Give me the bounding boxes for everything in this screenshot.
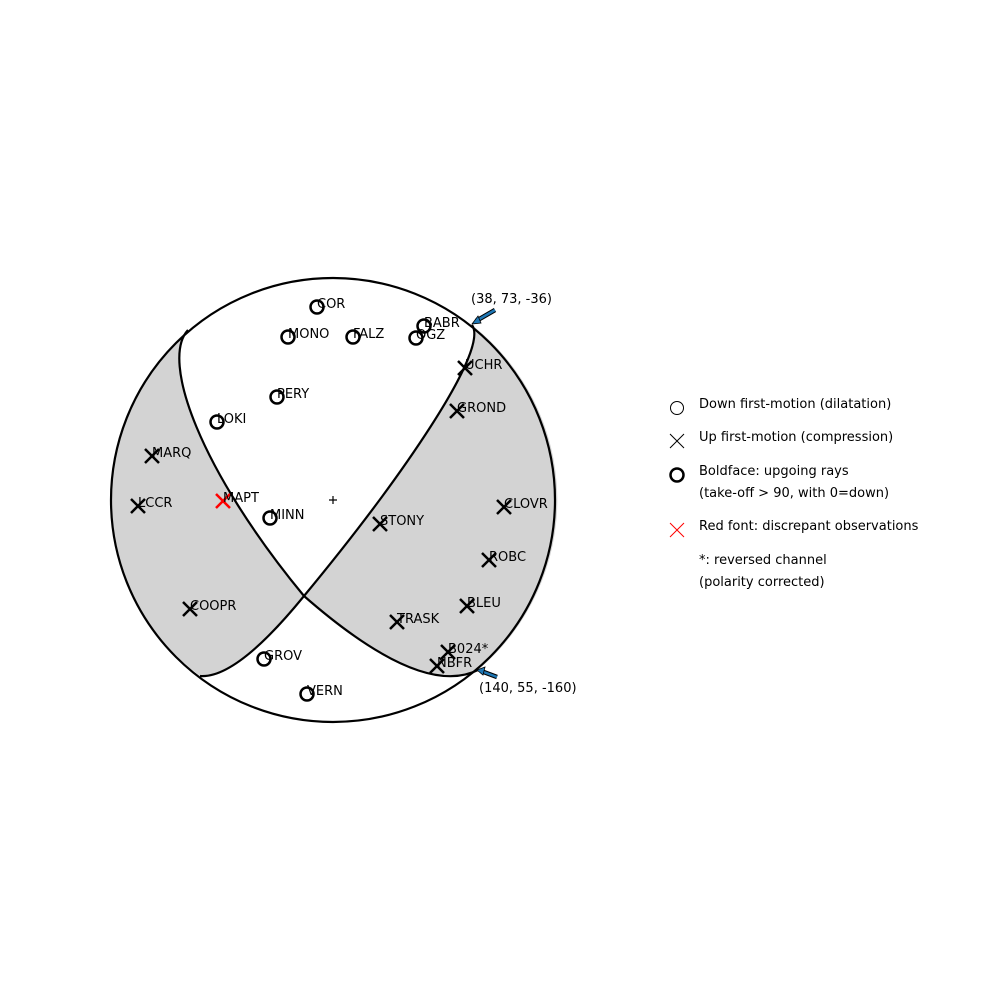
compression-marker: [429, 658, 445, 674]
legend-down-label: Down first-motion (dilatation): [699, 397, 891, 412]
station-label: MAPT: [223, 491, 259, 506]
compression-marker: [440, 644, 456, 660]
station-label: B024*: [448, 642, 489, 657]
compression-marker: [496, 499, 512, 515]
station-cor: COR: [309, 297, 345, 315]
station-label: NBFR: [437, 656, 472, 671]
station-label: FALZ: [353, 327, 384, 342]
station-loki: LOKI: [209, 412, 246, 430]
dilatation-marker: [209, 414, 225, 430]
station-label: ROBC: [489, 550, 526, 565]
station-label: MONO: [288, 327, 329, 342]
station-grond: GROND: [449, 401, 506, 419]
compression-marker: [389, 614, 405, 630]
station-grov: GROV: [256, 649, 302, 667]
station-mapt: MAPT: [215, 491, 259, 509]
station-label: MARQ: [152, 446, 191, 461]
compression-marker: [481, 552, 497, 568]
focal-sphere-outline: [109, 276, 557, 724]
legend-reversed-label-2: (polarity corrected): [699, 575, 825, 590]
station-label: GROV: [264, 649, 302, 664]
compression-marker: [130, 498, 146, 514]
dilatation-marker: [408, 330, 424, 346]
station-marq: MARQ: [144, 446, 191, 464]
dilatation-marker: [309, 299, 325, 315]
dilatation-marker: [280, 329, 296, 345]
station-pery: PERY: [269, 387, 309, 405]
station-falz: FALZ: [345, 327, 384, 345]
legend-up-marker: [669, 433, 685, 449]
nodal-plane-2-label: (140, 55, -160): [479, 681, 577, 696]
station-minn: MINN: [262, 508, 305, 526]
station-trask: TRASK: [389, 612, 440, 630]
station-label: LOKI: [217, 412, 246, 427]
station-vern: VERN: [299, 684, 343, 702]
dilatation-marker: [256, 651, 272, 667]
station-babr: BABR: [416, 316, 460, 334]
legend-bold-label-2: (take-off > 90, with 0=down): [699, 486, 889, 501]
compression-marker: [144, 448, 160, 464]
legend: Down first-motion (dilatation) Up first-…: [669, 397, 919, 590]
station-label: VERN: [307, 684, 343, 699]
compression-marker: [449, 403, 465, 419]
nodal-plane-1: [178, 329, 479, 678]
station-ogz: OGZ: [408, 328, 445, 346]
station-label: CLOVR: [504, 497, 548, 512]
station-label: COR: [317, 297, 345, 312]
station-nbfr: NBFR: [429, 656, 472, 674]
legend-bold-label-1: Boldface: upgoing rays: [699, 464, 849, 479]
station-label: STONY: [380, 514, 424, 529]
station-robc: ROBC: [481, 550, 526, 568]
station-label: MINN: [270, 508, 305, 523]
legend-reversed-label-1: *: reversed channel: [699, 553, 827, 568]
station-label: TRASK: [396, 612, 440, 627]
arrow-head: [476, 666, 486, 676]
station-clovr: CLOVR: [496, 497, 548, 515]
station-label: LCCR: [138, 496, 172, 511]
compression-marker: [372, 516, 388, 532]
station-label: GROND: [457, 401, 506, 416]
legend-up-label: Up first-motion (compression): [699, 430, 893, 445]
nodal-plane-annotations: (38, 73, -36) (140, 55, -160): [471, 292, 577, 696]
station-label: COOPR: [190, 599, 236, 614]
station-stony: STONY: [372, 514, 424, 532]
compression-quadrant-left: [110, 330, 304, 677]
compression-marker: [459, 598, 475, 614]
dilatation-marker: [345, 329, 361, 345]
dilatation-marker: [269, 389, 285, 405]
legend-down-marker: [670, 401, 684, 415]
compression-marker: [215, 493, 231, 509]
dilatation-marker: [262, 510, 278, 526]
station-label: OGZ: [416, 328, 445, 343]
nodal-plane-1-label: (38, 73, -36): [471, 292, 552, 307]
station-coopr: COOPR: [182, 599, 236, 617]
center-plus-icon: [329, 496, 337, 504]
station-lccr: LCCR: [130, 496, 172, 514]
legend-red-marker: [669, 522, 685, 538]
dilatation-marker: [299, 686, 315, 702]
legend-bold-marker: [669, 467, 685, 483]
compression-marker: [457, 360, 473, 376]
station-b024: B024*: [440, 642, 489, 660]
station-label: BLEU: [467, 596, 501, 611]
beachball: [109, 276, 558, 724]
legend-red-label: Red font: discrepant observations: [699, 519, 919, 534]
nodal-plane-2: [199, 324, 476, 678]
dilatation-marker: [416, 318, 432, 334]
compression-marker: [182, 601, 198, 617]
station-label: UCHR: [465, 358, 502, 373]
station-label: PERY: [277, 387, 309, 402]
station-bleu: BLEU: [459, 596, 501, 614]
arrow-head: [471, 315, 482, 325]
station-uchr: UCHR: [457, 358, 502, 376]
compression-quadrant-right: [304, 325, 558, 677]
station-label: BABR: [424, 316, 460, 331]
station-mono: MONO: [280, 327, 329, 345]
